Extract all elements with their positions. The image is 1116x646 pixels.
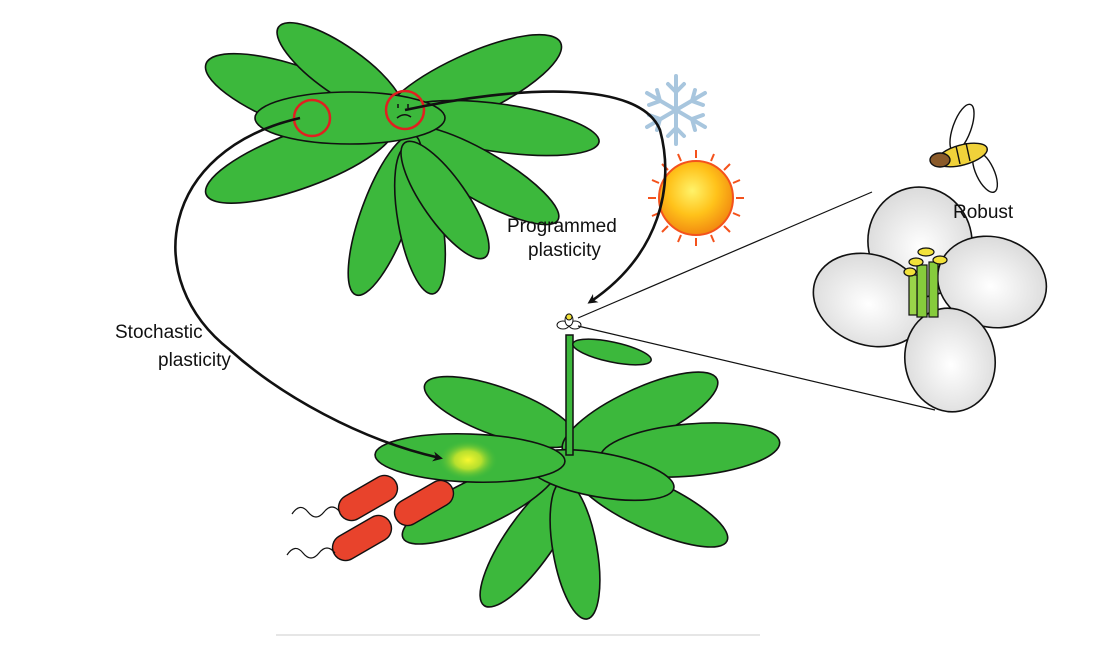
flower-pistil — [903, 247, 948, 318]
flower-stem — [565, 334, 652, 456]
infection-glow — [438, 440, 498, 480]
programmed-plasticity-label-1: Programmed — [507, 216, 617, 237]
programmed-plasticity-label-2: plasticity — [528, 240, 601, 261]
small-flower-icon — [556, 313, 582, 330]
stochastic-arrow — [174, 116, 443, 462]
zoom-lines — [577, 191, 936, 411]
stress-ring-face — [384, 89, 426, 131]
bacteria-flagella — [286, 506, 341, 559]
top-rosette-plant — [204, 21, 600, 297]
snowflake-icon — [645, 74, 707, 146]
sad-face-icon — [396, 104, 412, 119]
sun-icon — [648, 150, 744, 246]
bottom-rosette-plant — [374, 371, 781, 620]
stress-ring-left — [292, 98, 332, 138]
robust-label: Robust — [953, 202, 1014, 223]
stochastic-plasticity-label-2: plasticity — [158, 350, 231, 371]
bee-icon — [929, 103, 999, 193]
programmed-arrow — [404, 90, 667, 304]
flower-icon — [812, 186, 1048, 413]
stochastic-plasticity-label-1: Stochastic — [115, 322, 203, 343]
bacteria-icon — [331, 474, 455, 562]
